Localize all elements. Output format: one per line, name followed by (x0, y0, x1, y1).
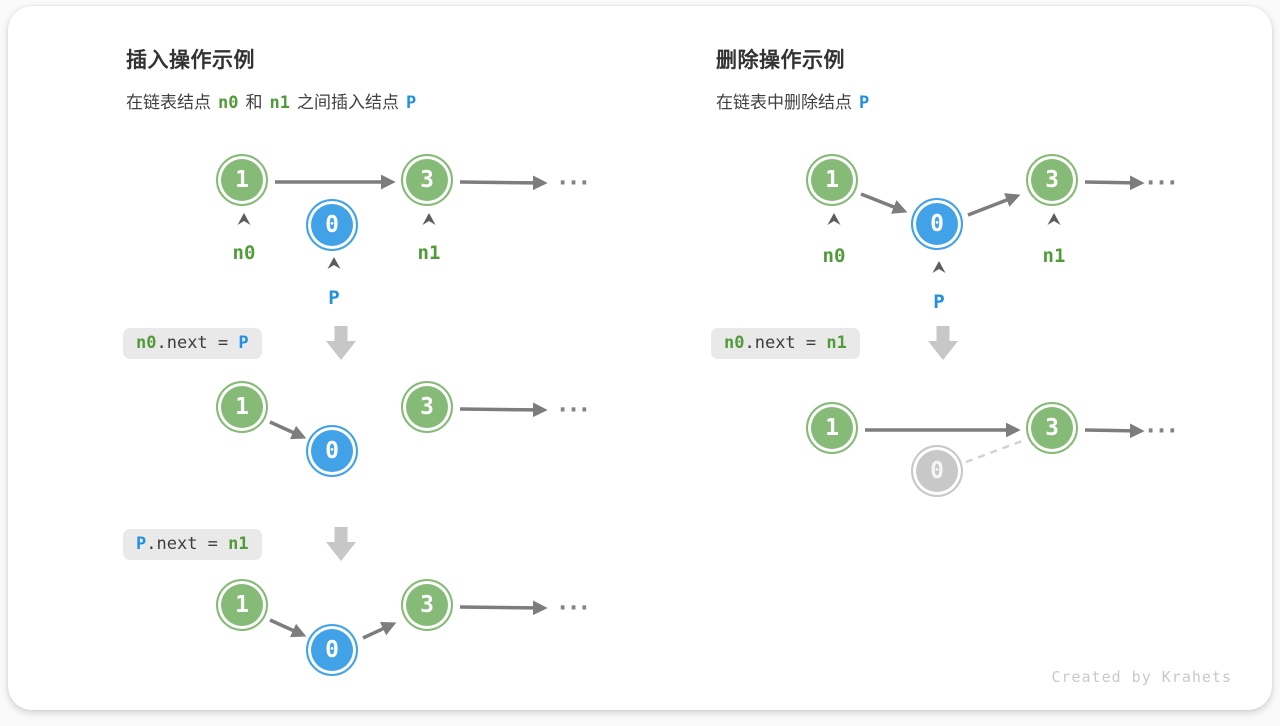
code-n0: n0 (724, 333, 745, 353)
node-3: 3 (401, 579, 453, 631)
node-3: 3 (401, 381, 453, 433)
arrow-1-to-0 (269, 618, 307, 638)
node-1: 1 (806, 154, 858, 206)
arrow-1-to-0 (269, 420, 307, 440)
code-p: P (136, 534, 147, 554)
diagram-card: 插入操作示例 在链表结点 n0 和 n1 之间插入结点 P 1 3 0 ... n0 n1… (8, 6, 1272, 710)
node-0-p: 0 (911, 198, 963, 250)
node-1: 1 (216, 579, 268, 631)
p-token: P (859, 93, 870, 113)
arrow-3-to-ellipsis (459, 402, 548, 418)
arrows-overlay (237, 174, 1145, 640)
subtitle-text: 和 (245, 93, 263, 112)
subtitle-text: 之间插入结点 (296, 93, 399, 112)
node-0-p: 0 (306, 624, 358, 676)
node-1: 1 (216, 381, 268, 433)
ellipsis: ... (555, 589, 592, 616)
code-snippet-n0-next-p: n0.next = P (123, 328, 262, 359)
node-3: 3 (401, 154, 453, 206)
delete-section-title: 删除操作示例 (716, 49, 845, 72)
node-0-deleted: 0 (911, 445, 963, 497)
insert-section-subtitle: 在链表结点 n0 和 n1 之间插入结点 P (126, 88, 423, 113)
arrow-0-to-3 (362, 622, 397, 640)
pointer-label-n1: n1 (1042, 245, 1066, 267)
pointer-label-p: P (933, 291, 945, 313)
node-1: 1 (216, 154, 268, 206)
arrow-3-to-ellipsis (1084, 175, 1145, 191)
watermark: Created by Krahets (1051, 668, 1232, 686)
block-down-arrow (928, 326, 958, 360)
insert-section-title: 插入操作示例 (126, 49, 255, 72)
n1-token: n1 (269, 93, 290, 113)
code-n1: n1 (228, 534, 249, 554)
dashed-arrow-0-to-3 (965, 439, 1023, 464)
ellipsis: ... (1143, 412, 1180, 439)
pointer-label-n1: n1 (417, 242, 441, 264)
p-token: P (405, 93, 417, 113)
pointer-label-p: P (328, 287, 340, 309)
subtitle-text: 在链表中删除结点 (716, 93, 852, 112)
delete-section-subtitle: 在链表中删除结点 P (716, 88, 876, 113)
caret-up-n0 (237, 213, 251, 225)
code-text: .next = (744, 333, 827, 353)
pointer-label-n0: n0 (232, 242, 256, 264)
arrow-3-to-ellipsis (459, 175, 548, 191)
caret-up-n1 (1047, 213, 1061, 225)
code-n0: n0 (136, 333, 157, 353)
node-0-p: 0 (306, 425, 358, 477)
ellipsis: ... (1143, 164, 1180, 191)
arrow-1-to-0 (860, 192, 908, 214)
n0-token: n0 (218, 93, 239, 113)
code-text: .next = (146, 534, 229, 554)
arrow-0-to-3 (967, 193, 1021, 217)
node-3: 3 (1026, 402, 1078, 454)
ellipsis: ... (555, 164, 592, 191)
ellipsis: ... (555, 391, 592, 418)
subtitle-text: 在链表结点 (126, 93, 211, 112)
node-0-p: 0 (306, 199, 358, 251)
code-n1: n1 (826, 333, 847, 353)
code-snippet-p-next-n1: P.next = n1 (123, 529, 262, 560)
caret-up-p (327, 257, 341, 269)
caret-up-p (932, 261, 946, 273)
caret-up-n0 (827, 213, 841, 225)
caret-up-n1 (422, 213, 436, 225)
arrow-3-to-ellipsis (1084, 423, 1145, 439)
block-down-arrow (326, 527, 356, 561)
pointer-label-n0: n0 (822, 245, 846, 267)
arrow-3-to-ellipsis (459, 600, 548, 616)
code-snippet-n0-next-n1: n0.next = n1 (711, 328, 860, 359)
node-3: 3 (1026, 154, 1078, 206)
block-down-arrow (326, 326, 356, 360)
node-1: 1 (806, 402, 858, 454)
code-text: .next = (156, 333, 239, 353)
code-p: P (238, 333, 249, 353)
